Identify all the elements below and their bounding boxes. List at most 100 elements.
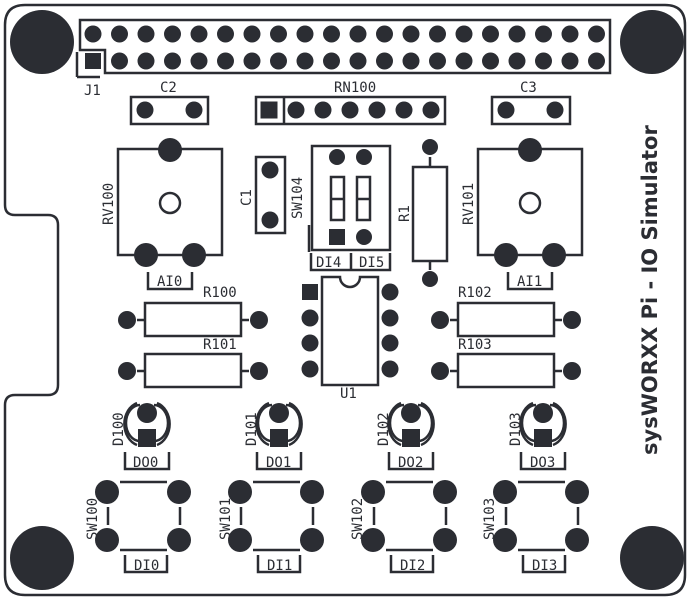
- pad: [84, 25, 102, 43]
- ref-j1: J1: [84, 83, 101, 99]
- pad: [137, 52, 155, 70]
- pad: [349, 52, 367, 70]
- ref-sw102: SW102: [350, 498, 366, 540]
- pad: [137, 25, 155, 43]
- ref-sw104: SW104: [290, 177, 306, 219]
- ref-r102: R102: [458, 285, 492, 301]
- pad: [243, 25, 261, 43]
- pad-square: [329, 229, 345, 245]
- ref-sw100: SW100: [85, 498, 101, 540]
- led-outline: [387, 401, 435, 447]
- pad: [314, 101, 332, 119]
- pad: [565, 480, 589, 504]
- pad: [508, 52, 526, 70]
- led-outline: [519, 401, 567, 447]
- board-outline: [3, 3, 687, 597]
- j1-pin1-mark: [75, 52, 100, 79]
- pad: [167, 480, 191, 504]
- pad: [368, 101, 386, 119]
- ref-d101: D101: [244, 412, 260, 446]
- pad: [164, 25, 181, 43]
- rv100-shaft: [158, 191, 182, 215]
- pad: [341, 101, 359, 119]
- pad: [190, 25, 208, 43]
- pad: [381, 283, 399, 301]
- ref-r103: R103: [458, 337, 492, 353]
- ref-d102: D102: [376, 412, 392, 446]
- pad: [185, 101, 203, 119]
- label-di2: DI2: [400, 558, 425, 574]
- mounting-hole: [10, 10, 74, 74]
- pad: [261, 211, 279, 229]
- pad: [494, 243, 518, 267]
- pad: [431, 311, 449, 329]
- resistor-body: [456, 301, 556, 338]
- switch-label-box: [123, 555, 169, 574]
- resistor-body: [143, 301, 243, 338]
- pad: [482, 52, 499, 70]
- led-label-box: [123, 452, 171, 471]
- resistor-body: [143, 352, 243, 389]
- label-do1: DO1: [266, 455, 291, 471]
- pad: [422, 101, 440, 119]
- pad: [228, 480, 252, 504]
- pad: [493, 480, 517, 504]
- label-di3: DI3: [532, 558, 557, 574]
- footprints: [75, 18, 612, 574]
- pad-square: [260, 101, 278, 119]
- label-do3: DO3: [530, 455, 555, 471]
- pad: [182, 243, 206, 267]
- led-outline: [520, 403, 566, 443]
- pad: [542, 243, 566, 267]
- label-di1: DI1: [267, 558, 292, 574]
- pad: [95, 528, 119, 552]
- pad: [301, 334, 319, 352]
- pad-square: [534, 429, 552, 447]
- ref-u1: U1: [340, 386, 357, 402]
- pad: [217, 25, 234, 43]
- pad: [269, 403, 289, 423]
- pad-square: [302, 284, 318, 300]
- mounting-hole: [620, 10, 684, 74]
- pad: [433, 480, 457, 504]
- pad: [455, 25, 473, 43]
- rv101-shaft: [518, 191, 542, 215]
- pad: [376, 25, 393, 43]
- pad: [518, 138, 542, 162]
- pad: [111, 52, 128, 70]
- j1-outline: [78, 18, 612, 75]
- pad: [250, 362, 268, 380]
- pad: [190, 52, 208, 70]
- pad-square: [402, 429, 420, 447]
- mounting-holes: [10, 10, 684, 590]
- c3-outline: [490, 95, 572, 126]
- pad: [349, 25, 367, 43]
- pad: [546, 101, 564, 119]
- pad: [497, 101, 515, 119]
- pad: [361, 480, 385, 504]
- resistor-body: [456, 352, 556, 389]
- pad: [261, 161, 279, 179]
- pad: [136, 101, 154, 119]
- pad: [95, 480, 119, 504]
- pad: [429, 52, 446, 70]
- ref-rv101: RV101: [461, 183, 477, 225]
- pad: [167, 528, 191, 552]
- led-outline: [388, 403, 434, 443]
- pad: [433, 528, 457, 552]
- pad: [118, 311, 136, 329]
- pad: [381, 334, 399, 352]
- pad: [158, 138, 182, 162]
- pad: [323, 52, 340, 70]
- pad: [296, 52, 314, 70]
- pad: [228, 528, 252, 552]
- pad: [565, 528, 589, 552]
- ref-sw101: SW101: [218, 498, 234, 540]
- ref-c2: C2: [160, 80, 177, 96]
- c1-outline: [254, 155, 287, 235]
- pad: [381, 309, 399, 327]
- pad: [588, 25, 605, 43]
- pad: [561, 52, 579, 70]
- label-do0: DO0: [133, 455, 158, 471]
- pad: [300, 480, 324, 504]
